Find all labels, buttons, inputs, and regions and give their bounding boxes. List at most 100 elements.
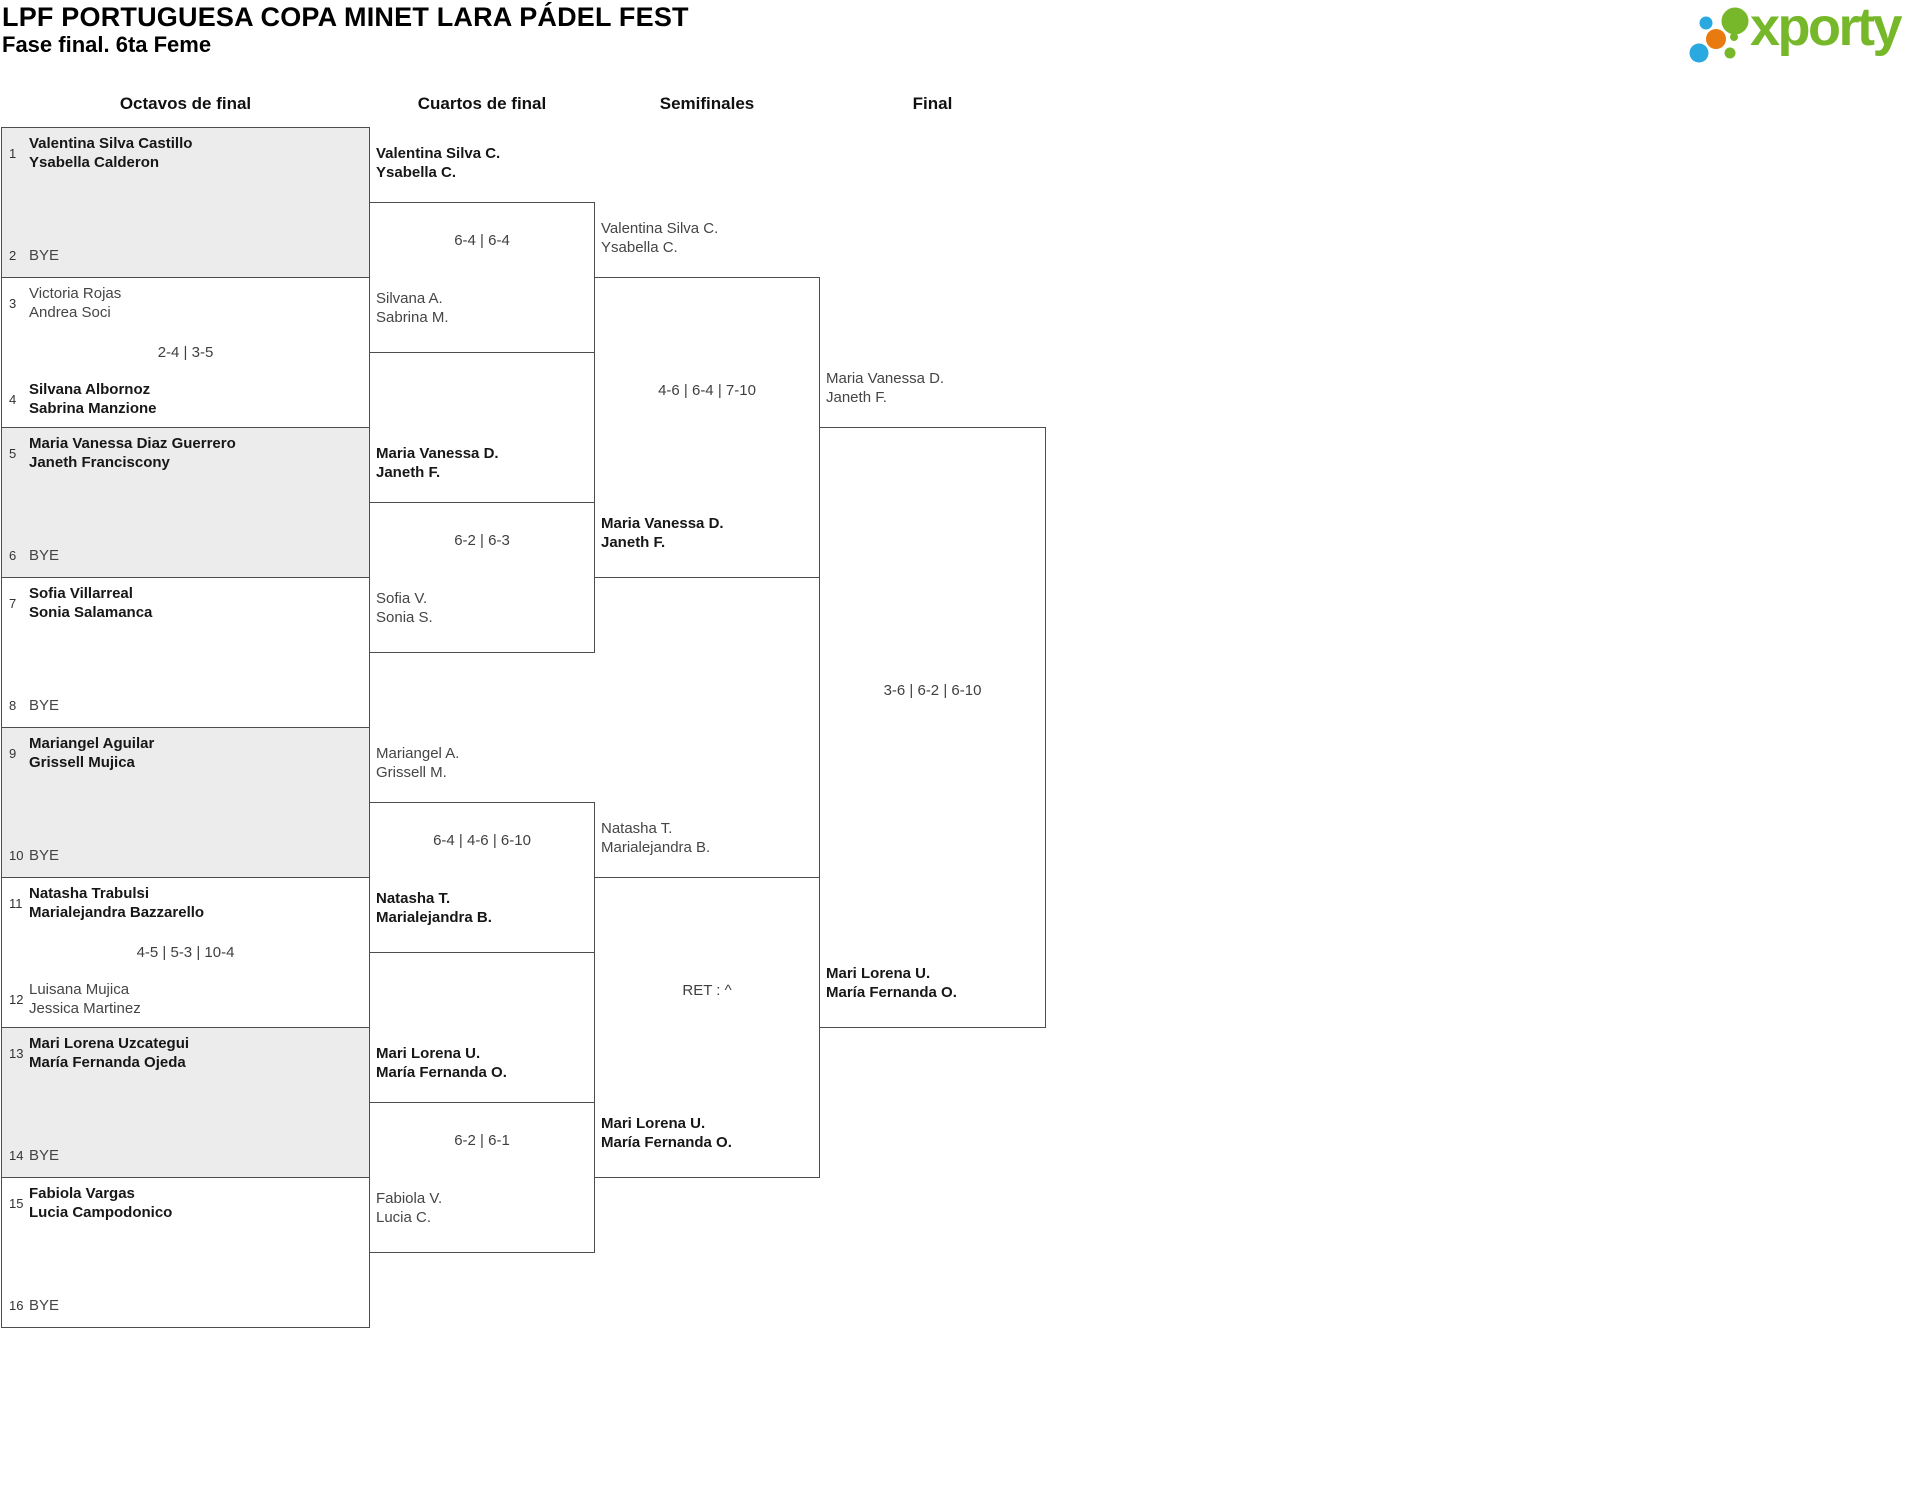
team-name-line: Sofia Villarreal <box>29 585 133 602</box>
team-name-line: Mariangel Aguilar <box>29 735 155 752</box>
match-score-cuartos-3: 6-4 | 4-6 | 6-10 <box>433 832 531 849</box>
xporty-logo-text: xporty <box>1750 0 1903 57</box>
match-box-cuartos-2 <box>369 502 595 653</box>
team-name-line: Grissell M. <box>376 764 447 781</box>
xporty-logo[interactable]: xporty <box>1684 0 1916 78</box>
match-score-final-1: 3-6 | 6-2 | 6-10 <box>883 682 982 699</box>
team-name-line: Sabrina M. <box>376 309 449 326</box>
team-name-line: Maria Vanessa D. <box>376 445 499 462</box>
semifinales-2-bottom-team: Mari Lorena U.María Fernanda O. <box>601 1114 732 1152</box>
entry-seed: 8 <box>9 698 17 713</box>
match-score-cuartos-2: 6-2 | 6-3 <box>454 532 510 549</box>
semifinales-1-top-team: Valentina Silva C. Ysabella C. <box>601 219 718 257</box>
entry-seed: 5 <box>9 445 17 461</box>
team-name-line: Maria Vanessa D. <box>601 515 724 532</box>
round-header-semifinales: Semifinales <box>659 94 755 113</box>
round-header-cuartos: Cuartos de final <box>417 94 547 113</box>
team-name-line: Fabiola Vargas <box>29 1185 135 1202</box>
team-name-line: Sonia Salamanca <box>29 604 153 621</box>
round-header-octavos: Octavos de final <box>119 94 252 113</box>
match-score: 4-5 | 5-3 | 10-4 <box>136 944 235 961</box>
team-name-line: BYE <box>29 847 60 864</box>
team-name-line: Marialejandra B. <box>376 909 492 926</box>
team-name-line: Maria Vanessa Diaz Guerrero <box>29 435 236 452</box>
team-name-line: Andrea Soci <box>29 304 111 321</box>
bracket-entry-seed-16: 16 BYE <box>2 1296 363 1315</box>
team-name-line: Ysabella C. <box>601 239 678 256</box>
team-name-line: María Fernanda Ojeda <box>29 1054 186 1071</box>
team-name-line: Sabrina Manzione <box>29 400 157 417</box>
semifinales-2-top-team: Natasha T. Marialejandra B. <box>601 819 710 857</box>
team-name-line: Grissell Mujica <box>29 754 135 771</box>
entry-seed: 1 <box>9 145 17 161</box>
page-title: LPF PORTUGUESA COPA MINET LARA PÁDEL FES… <box>2 2 689 32</box>
cuartos-4-top-team: Mari Lorena U.María Fernanda O. <box>376 1044 507 1082</box>
entry-seed: 15 <box>9 1195 24 1211</box>
cuartos-3-top-team: Mariangel A.Grissell M. <box>376 744 459 782</box>
entry-seed: 7 <box>9 595 17 611</box>
team-name-line: Marialejandra Bazzarello <box>29 904 205 921</box>
team-name-line: BYE <box>29 697 60 714</box>
team-name-line: María Fernanda O. <box>826 984 957 1001</box>
entry-bye-label: BYE <box>29 1146 59 1165</box>
final-1-top-team: Maria Vanessa D.Janeth F. <box>826 369 944 407</box>
entry-seed: 11 <box>9 895 23 911</box>
entry-seed: 10 <box>9 848 24 863</box>
page-subtitle: Fase final. 6ta Feme <box>2 32 212 57</box>
team-name-line: Valentina Silva C. <box>376 145 501 162</box>
entry-bye-label: BYE <box>29 246 59 265</box>
entry-seed: 9 <box>9 745 17 761</box>
entry-seed: 6 <box>9 548 17 563</box>
team-name-line: Lucia Campodonico <box>29 1204 173 1221</box>
team-name-line: Natasha T. <box>601 820 673 837</box>
team-name-line: Janeth Franciscony <box>29 454 170 471</box>
entry-seed: 3 <box>9 295 17 311</box>
team-name-line: Janeth F. <box>826 389 887 406</box>
bracket-entry-seed-2: 2 BYE <box>2 246 363 265</box>
match-score-semifinales-2: RET : ^ <box>682 982 732 999</box>
match-box-cuartos-1 <box>369 202 595 353</box>
entry-seed: 14 <box>9 1148 24 1163</box>
match-score-cuartos-1: 6-4 | 6-4 <box>454 232 510 249</box>
team-name-line: Sonia S. <box>376 609 433 626</box>
cuartos-3-bottom-team: Natasha T.Marialejandra B. <box>376 889 492 927</box>
bracket-entry-seed-8: 8 BYE <box>2 696 363 715</box>
team-name-line: BYE <box>29 1147 60 1164</box>
match-score-cuartos-4: 6-2 | 6-1 <box>454 1132 510 1149</box>
entry-bye-label: BYE <box>29 546 59 565</box>
entry-seed: 2 <box>9 248 17 263</box>
cuartos-1-bottom-team: Silvana A.Sabrina M. <box>376 289 449 327</box>
bracket-entry-seed-14: 14 BYE <box>2 1146 363 1165</box>
cuartos-2-top-team: Maria Vanessa D.Janeth F. <box>376 444 499 482</box>
team-name-line: Lucia C. <box>376 1209 432 1226</box>
round-header-final: Final <box>912 94 953 113</box>
team-name-line: Natasha Trabulsi <box>29 885 150 902</box>
team-name-line: Valentina Silva C. <box>601 220 719 237</box>
team-name-line: Mari Lorena U. <box>376 1045 481 1062</box>
entry-seed: 4 <box>9 391 17 407</box>
team-name-line: Victoria Rojas <box>29 285 122 302</box>
entry-bye-label: BYE <box>29 1296 59 1315</box>
team-name-line: Marialejandra B. <box>601 839 711 856</box>
team-name-line: Jessica Martinez <box>29 1000 141 1017</box>
entry-seed: 16 <box>9 1298 24 1313</box>
match-box-cuartos-3 <box>369 802 595 953</box>
